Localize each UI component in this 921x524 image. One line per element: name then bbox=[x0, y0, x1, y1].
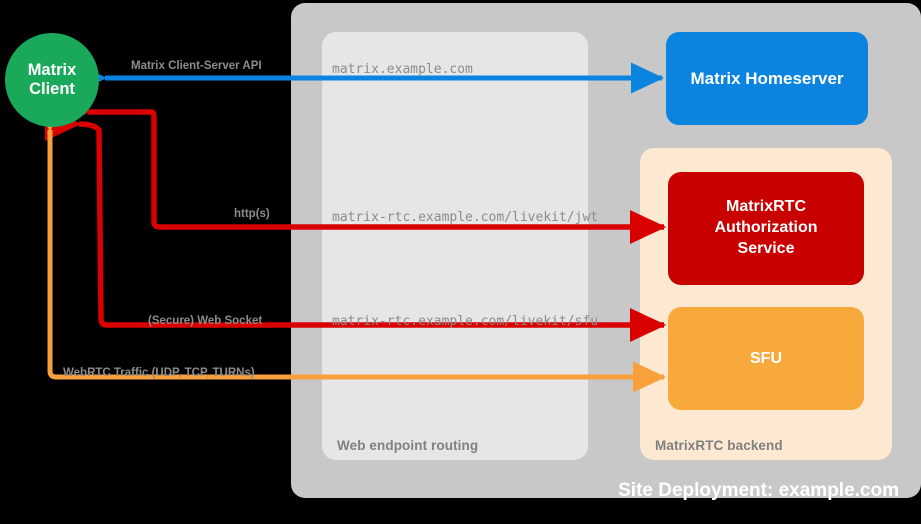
sfu-label: SFU bbox=[750, 349, 782, 367]
node-matrix-client[interactable]: Matrix Client bbox=[5, 33, 99, 127]
edge-label-webrtc-traffic: WebRTC Traffic (UDP, TCP, TURNs) bbox=[63, 367, 255, 379]
edge-label-https: http(s) bbox=[234, 208, 270, 220]
matrix-homeserver-label: Matrix Homeserver bbox=[690, 68, 844, 88]
panel-label-web-endpoint-routing: Web endpoint routing bbox=[337, 438, 479, 453]
endpoint-label-livekit-sfu: matrix-rtc.example.com/livekit/sfu bbox=[332, 314, 599, 329]
endpoint-label-matrix-example-com: matrix.example.com bbox=[332, 62, 473, 77]
panel-label-matrixrtc-backend: MatrixRTC backend bbox=[655, 438, 783, 453]
auth-service-label-line3: Service bbox=[737, 239, 795, 257]
auth-service-label-line2: Authorization bbox=[714, 219, 818, 237]
node-sfu[interactable]: SFU bbox=[668, 307, 864, 410]
panel-label-site-deployment: Site Deployment: example.com bbox=[618, 480, 899, 501]
endpoint-label-livekit-jwt: matrix-rtc.example.com/livekit/jwt bbox=[332, 210, 599, 225]
wire-webrtc bbox=[34, 99, 667, 393]
auth-service-label-line1: MatrixRTC bbox=[725, 198, 806, 216]
node-matrix-homeserver[interactable]: Matrix Homeserver bbox=[666, 32, 868, 125]
matrix-client-label-line2: Client bbox=[29, 80, 75, 98]
edge-label-websocket: (Secure) Web Socket bbox=[148, 315, 263, 327]
edge-label-client-server-api: Matrix Client-Server API bbox=[131, 60, 262, 72]
node-matrixrtc-authorization-service[interactable]: MatrixRTC Authorization Service bbox=[668, 172, 864, 285]
matrix-client-label-line1: Matrix bbox=[27, 61, 77, 80]
